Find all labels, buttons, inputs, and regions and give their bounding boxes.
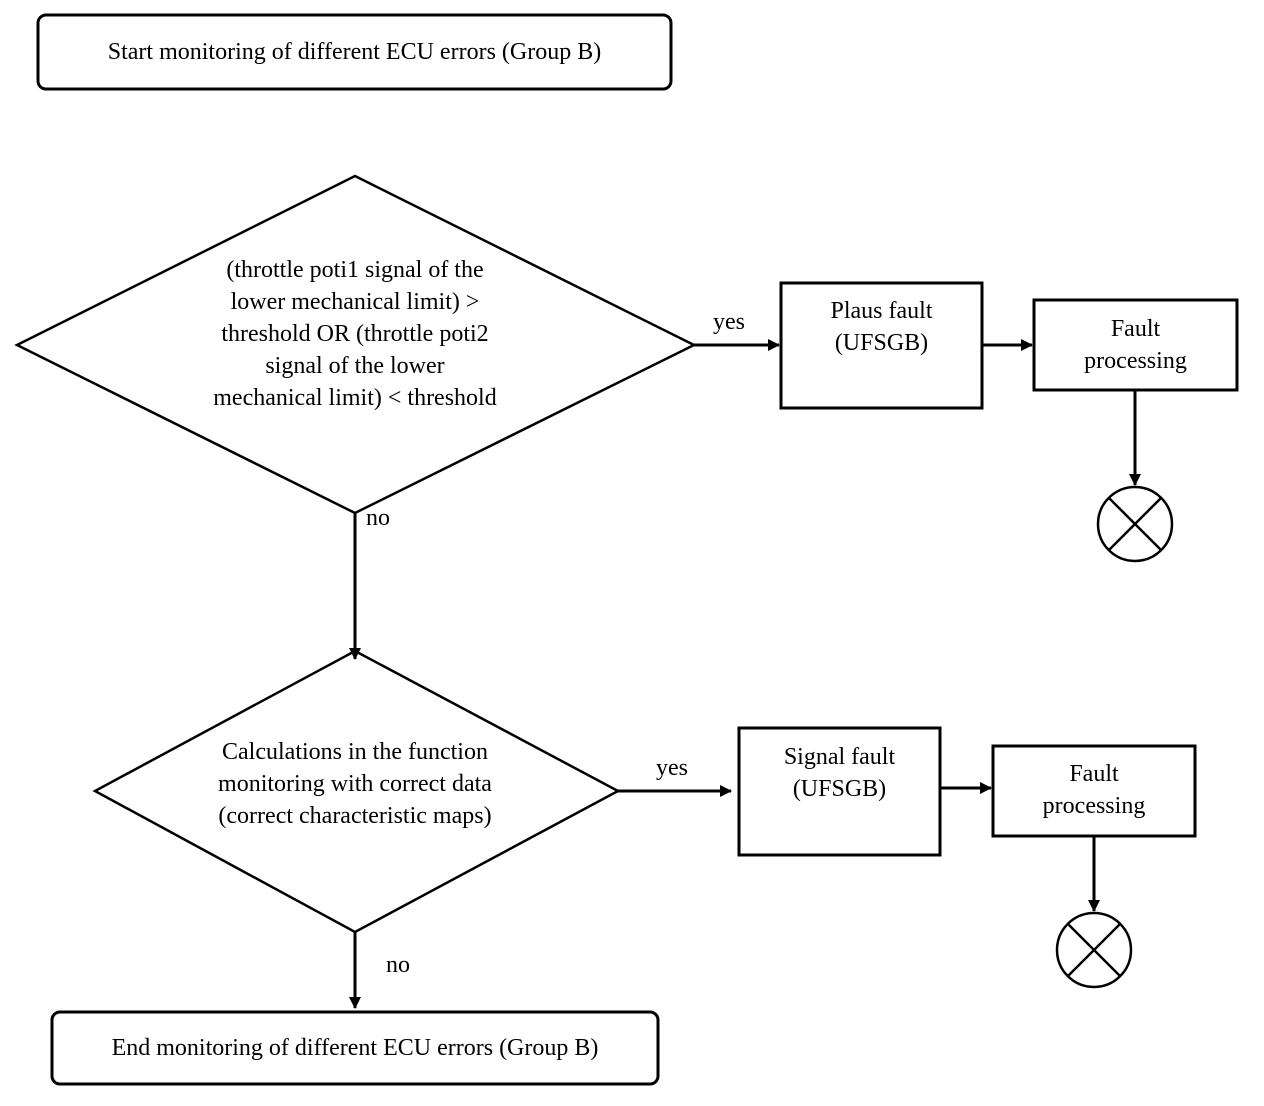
decision-2-line: monitoring with correct data [218,771,492,797]
terminator-2-icon [1055,911,1133,989]
decision-1-line: lower mechanical limit) > [230,289,480,315]
end-box [50,1010,660,1086]
fault-processing-2-box [991,744,1197,838]
decision-1-line: mechanical limit) < threshold [213,385,497,411]
decision-1-line: (throttle poti1 signal of the [226,257,484,283]
decision-1-no-label: no [366,505,390,531]
plaus-fault-label: Plaus fault (UFSGB) [781,295,982,359]
signal-fault-box [737,726,942,857]
decision-1-yes-label: yes [713,309,745,335]
plaus-fault-line: (UFSGB) [834,330,929,356]
signal-fault-label: Signal fault (UFSGB) [739,741,940,805]
plaus-fault-line: Plaus fault [830,298,933,324]
fault-processing-1-label: Fault processing [1034,313,1237,377]
fault-processing-2-line: processing [1042,793,1146,819]
signal-fault-line: Signal fault [783,744,896,770]
fault-processing-2-label: Fault processing [993,758,1195,822]
plaus-fault-box [779,281,984,410]
fault-processing-2-line: Fault [1069,761,1119,787]
decision-2-line: Calculations in the function [222,739,488,765]
decision-2-label: Calculations in the function monitoring … [155,736,555,832]
end-label: End monitoring of different ECU errors (… [111,1035,599,1061]
start-box [36,13,673,91]
fault-processing-1-line: Fault [1110,316,1161,342]
terminator-1-icon [1096,485,1174,563]
decision-2-no-label: no [386,952,410,978]
decision-1-line: threshold OR (throttle poti2 [221,321,489,347]
fault-processing-1-line: processing [1084,348,1187,374]
signal-fault-line: (UFSGB) [792,776,887,802]
decision-1-label: (throttle poti1 signal of the lower mech… [155,254,555,414]
decision-1-line: signal of the lower [265,353,445,379]
decision-2-line: (correct characteristic maps) [218,803,492,829]
start-label: Start monitoring of different ECU errors… [107,39,602,65]
decision-2-yes-label: yes [656,755,688,781]
